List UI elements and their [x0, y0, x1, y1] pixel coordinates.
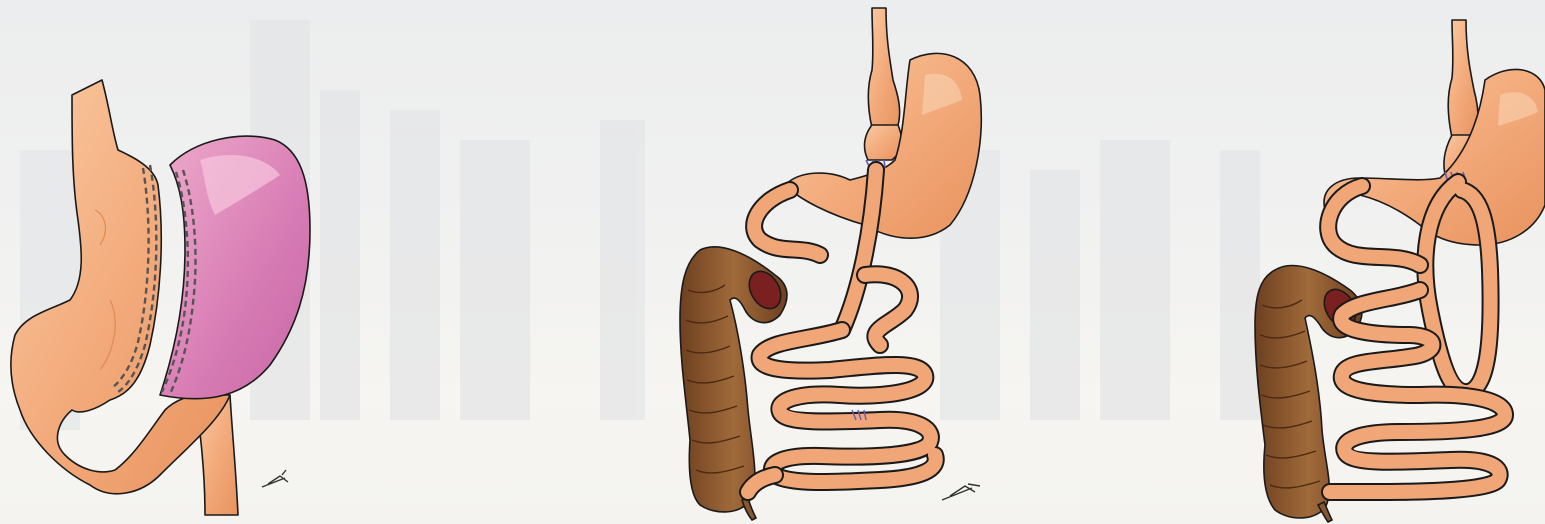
artist-signature-mark: [262, 470, 288, 487]
colon-tail: [742, 498, 756, 520]
panel-roux-en-y-bypass: [680, 8, 981, 520]
esophagus: [868, 8, 899, 128]
esophagus: [1448, 20, 1478, 138]
artist-signature-mark: [942, 484, 980, 500]
panel-mini-gastric-bypass: [1255, 20, 1545, 522]
